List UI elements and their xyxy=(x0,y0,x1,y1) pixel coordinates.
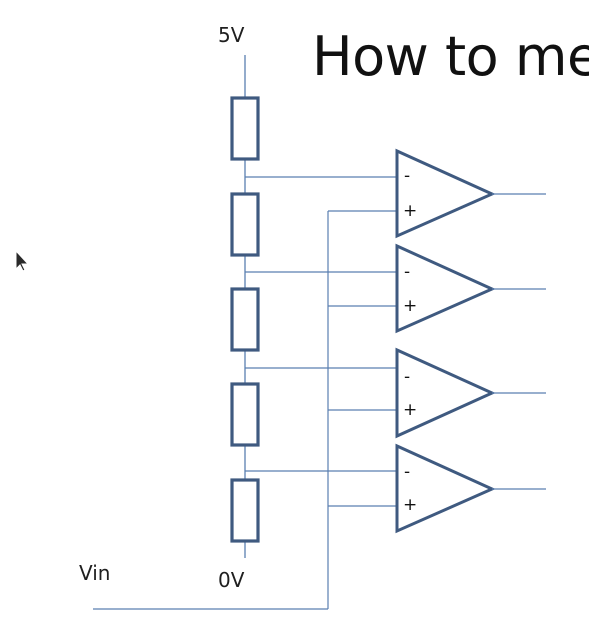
comparator-4-minus-label: - xyxy=(404,462,411,482)
resistor-4 xyxy=(230,382,260,447)
resistor-5 xyxy=(230,478,260,543)
comparator-1 xyxy=(395,148,496,239)
supply-top-label: 5V xyxy=(218,23,245,47)
comparator-2-minus-label: - xyxy=(404,262,411,282)
resistor-1 xyxy=(230,96,260,161)
comparator-4 xyxy=(395,443,496,534)
comparator-2-plus-label: + xyxy=(403,296,418,316)
comparator-1-plus-label: + xyxy=(403,201,418,221)
reference-taps xyxy=(245,176,397,472)
comparator-1-minus-label: - xyxy=(404,166,411,186)
comparator-2 xyxy=(395,243,496,334)
comparator-3 xyxy=(395,347,496,439)
input-voltage-label: Vin xyxy=(79,561,111,585)
vin-bus xyxy=(93,210,397,610)
comparator-3-minus-label: - xyxy=(404,367,411,387)
comparator-4-plus-label: + xyxy=(403,495,418,515)
comparator-3-plus-label: + xyxy=(403,400,418,420)
mouse-pointer-icon xyxy=(15,249,30,277)
resistor-2 xyxy=(230,192,260,257)
resistor-3 xyxy=(230,287,260,352)
supply-bottom-label: 0V xyxy=(218,568,245,592)
comparators xyxy=(395,148,496,534)
resistors xyxy=(230,96,260,543)
slide-title: How to me xyxy=(312,25,589,88)
comparator-outputs xyxy=(492,193,546,490)
